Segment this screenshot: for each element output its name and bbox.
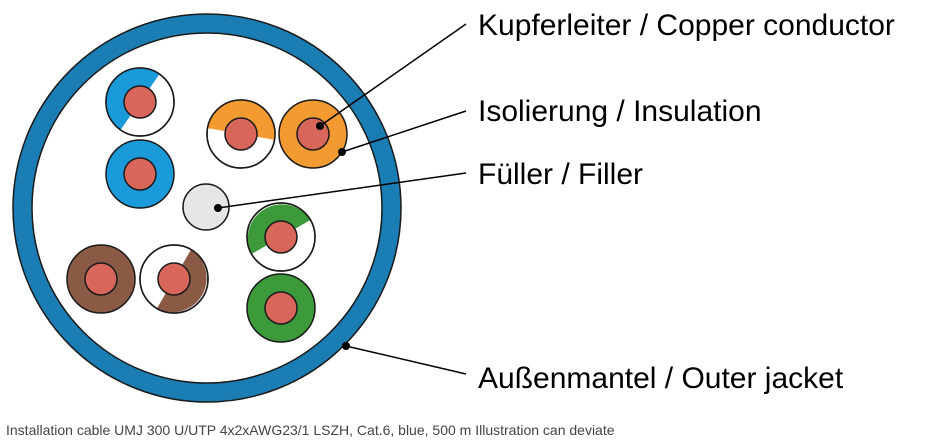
leader-line-conductor (319, 23, 467, 127)
leader-line-jacket (345, 345, 467, 375)
orange-white-wire (206, 99, 276, 169)
orange-wire (278, 99, 348, 169)
brown-wire (66, 244, 136, 314)
leader-dot-jacket (342, 342, 350, 350)
label-insulation: Isolierung / Insulation (478, 95, 762, 128)
orange-pair (206, 99, 348, 169)
green-wire (246, 273, 316, 343)
copper-conductor (123, 157, 157, 191)
leader-line-filler (217, 172, 467, 209)
label-conductor: Kupferleiter / Copper conductor (478, 9, 895, 42)
image-caption: Installation cable UMJ 300 U/UTP 4x2xAWG… (6, 422, 615, 438)
leader-lines (214, 23, 467, 375)
copper-conductor (224, 117, 258, 151)
copper-conductor (84, 262, 118, 296)
blue-wire (105, 139, 175, 209)
leader-dot-conductor (316, 122, 324, 130)
leader-dot-filler (214, 204, 222, 212)
copper-conductor (264, 220, 298, 254)
brown-pair (66, 244, 209, 314)
label-jacket: Außenmantel / Outer jacket (478, 362, 844, 395)
leader-line-insulation (341, 110, 467, 153)
copper-conductor (123, 85, 157, 119)
copper-conductor (264, 291, 298, 325)
brown-white-wire (139, 244, 209, 314)
blue-white-wire (105, 67, 175, 137)
copper-conductor (157, 262, 191, 296)
leader-dot-insulation (338, 148, 346, 156)
green-white-wire (246, 202, 316, 272)
label-filler: Füller / Filler (478, 158, 643, 191)
blue-pair (105, 67, 175, 209)
green-pair (246, 202, 316, 343)
